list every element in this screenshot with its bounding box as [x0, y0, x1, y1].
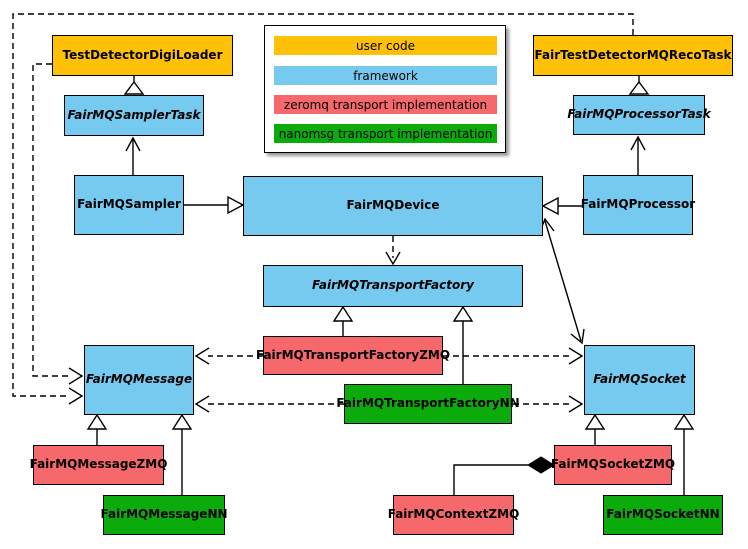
inheritance-arrow-sampler-device [184, 195, 245, 215]
legend-item-framework: framework [274, 66, 497, 85]
class-box-fairmqcontextzmq: FairMQContextZMQ [388, 495, 519, 535]
inheritance-arrow-messagenn-message [171, 413, 193, 495]
class-box-fairtestdetectormqrecotask: FairTestDetectorMQRecoTask [533, 35, 733, 76]
inheritance-arrow-processortask-recotask [628, 76, 650, 95]
open-arrowhead-icon [68, 387, 84, 405]
class-box-fairmqsocketzmq: FairMQSocketZMQ [551, 445, 675, 485]
class-box-testdetectordigiloader: TestDetectorDigiLoader [52, 35, 233, 76]
hollow-triangle-icon [628, 80, 650, 95]
class-box-fairmqtransportfactoryzmq: FairMQTransportFactoryZMQ [256, 336, 450, 375]
hollow-triangle-icon [452, 305, 474, 322]
dependency-device-transportfactory [385, 236, 401, 266]
open-arrowhead-icon [194, 395, 210, 413]
class-box-fairmqtransportfactorynn: FairMQTransportFactoryNN [336, 384, 520, 424]
inheritance-arrow-socketnn-socket [673, 413, 695, 495]
dependency-recotask-message [12, 13, 634, 405]
open-arrowhead-icon [568, 347, 584, 365]
filled-diamond-icon [527, 456, 555, 474]
hollow-triangle-icon [541, 196, 559, 216]
dependency-factoryzmq-message [194, 347, 263, 365]
hollow-triangle-icon [332, 305, 354, 322]
association-device-socket [538, 217, 585, 345]
composition-contextzmq-socketzmq [453, 456, 555, 495]
dependency-digiloader-message [32, 63, 84, 385]
open-arrowhead-icon [630, 135, 646, 151]
dependency-factoryzmq-socket [443, 347, 584, 365]
arrow-sampler-samplertask [125, 136, 141, 175]
open-arrowhead-icon [385, 251, 401, 266]
hollow-triangle-icon [227, 195, 245, 215]
legend-label-user-code: user code [356, 38, 415, 53]
class-box-fairmqtransportfactory: FairMQTransportFactory [263, 265, 523, 307]
open-arrowhead-icon [68, 367, 84, 385]
hollow-triangle-icon [86, 413, 108, 430]
inheritance-arrow-factoryzmq-factory [332, 305, 354, 336]
class-box-fairmqsampler: FairMQSampler [74, 175, 184, 235]
inheritance-arrow-messagezmq-message [86, 413, 108, 445]
legend-label-nanomsg: nanomsg transport implementation [278, 126, 493, 141]
arrow-processor-processortask [630, 135, 646, 175]
class-box-fairmqprocessor: FairMQProcessor [581, 175, 695, 235]
class-box-fairmqmessage: FairMQMessage [84, 345, 194, 415]
hollow-triangle-icon [584, 413, 606, 430]
class-box-fairmqdevice: FairMQDevice [243, 176, 543, 236]
open-arrowhead-icon [570, 328, 585, 345]
legend-item-nanomsg: nanomsg transport implementation [274, 124, 497, 143]
dependency-factorynn-socket [513, 395, 584, 413]
open-arrowhead-icon [194, 347, 210, 365]
class-box-fairmqsocketnn: FairMQSocketNN [603, 495, 723, 535]
inheritance-arrow-processor-device [541, 196, 583, 216]
legend-item-user-code: user code [274, 36, 497, 55]
inheritance-arrow-socketzmq-socket [584, 413, 606, 445]
inheritance-arrow-factorynn-factory [452, 305, 474, 384]
hollow-triangle-icon [123, 80, 145, 95]
inheritance-arrow-samplertask-digiloader [123, 76, 145, 95]
class-box-fairmqmessagenn: FairMQMessageNN [100, 495, 228, 535]
hollow-triangle-icon [171, 413, 193, 430]
class-box-fairmqmessagezmq: FairMQMessageZMQ [30, 445, 167, 485]
class-box-fairmqsamplertask: FairMQSamplerTask [64, 95, 204, 136]
class-box-fairmqsocket: FairMQSocket [584, 345, 695, 415]
dependency-factorynn-message [194, 395, 344, 413]
open-arrowhead-icon [125, 136, 141, 152]
hollow-triangle-icon [673, 413, 695, 430]
class-box-fairmqprocessortask: FairMQProcessorTask [567, 95, 711, 135]
legend-item-zeromq: zeromq transport implementation [274, 95, 497, 114]
legend-label-framework: framework [353, 68, 418, 83]
legend-label-zeromq: zeromq transport implementation [283, 97, 488, 112]
open-arrowhead-icon [568, 395, 584, 413]
legend-box: user code framework zeromq transport imp… [264, 25, 506, 153]
